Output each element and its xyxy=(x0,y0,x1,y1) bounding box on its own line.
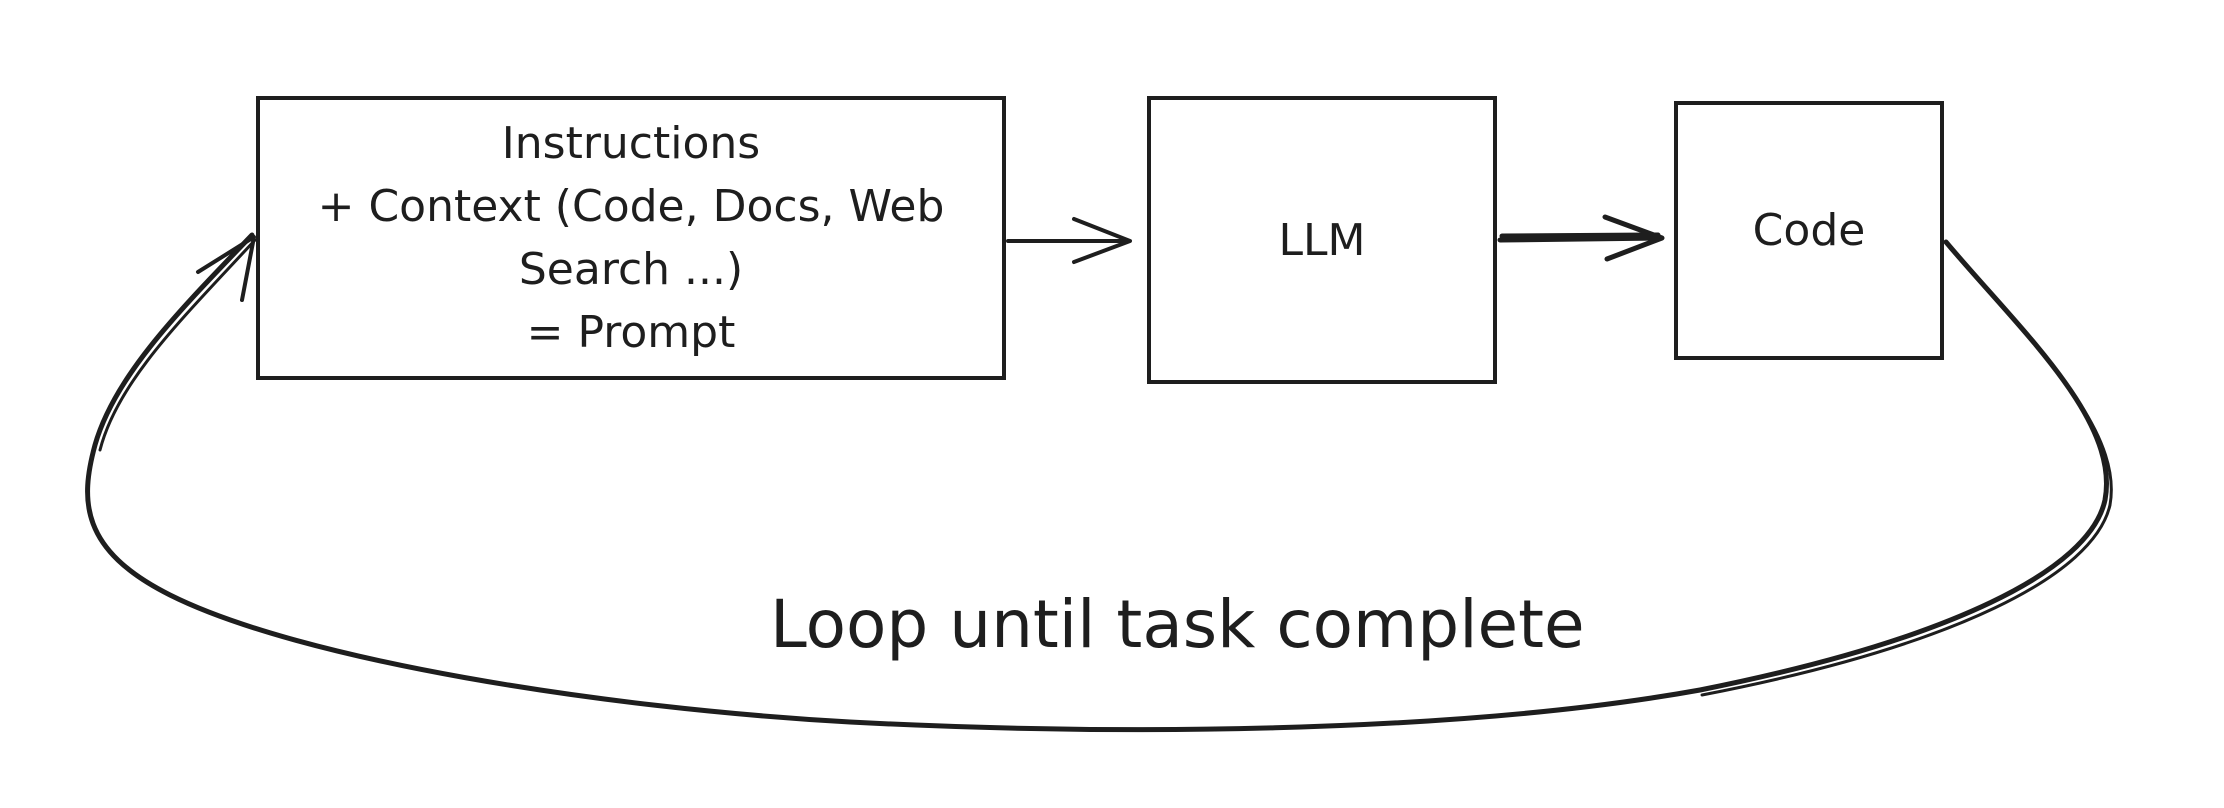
node-prompt-line-1: Instructions xyxy=(501,118,761,169)
arrow-prompt-to-llm xyxy=(1006,217,1132,264)
node-prompt-line-2: + Context (Code, Docs, Web xyxy=(317,181,945,232)
arrow-loop-code-to-prompt xyxy=(85,232,2113,732)
loop-label: Loop until task complete xyxy=(770,586,1585,663)
node-prompt-label: Instructions + Context (Code, Docs, Web … xyxy=(318,112,945,364)
node-prompt-line-4: = Prompt xyxy=(526,307,736,358)
arrow-llm-to-code xyxy=(1497,214,1665,262)
node-code-label: Code xyxy=(1752,205,1866,256)
node-prompt: Instructions + Context (Code, Docs, Web … xyxy=(256,96,1006,380)
node-code: Code xyxy=(1674,101,1944,360)
node-llm: LLM xyxy=(1147,96,1497,384)
node-llm-label: LLM xyxy=(1278,214,1366,266)
node-prompt-line-3: Search ...) xyxy=(518,244,744,295)
